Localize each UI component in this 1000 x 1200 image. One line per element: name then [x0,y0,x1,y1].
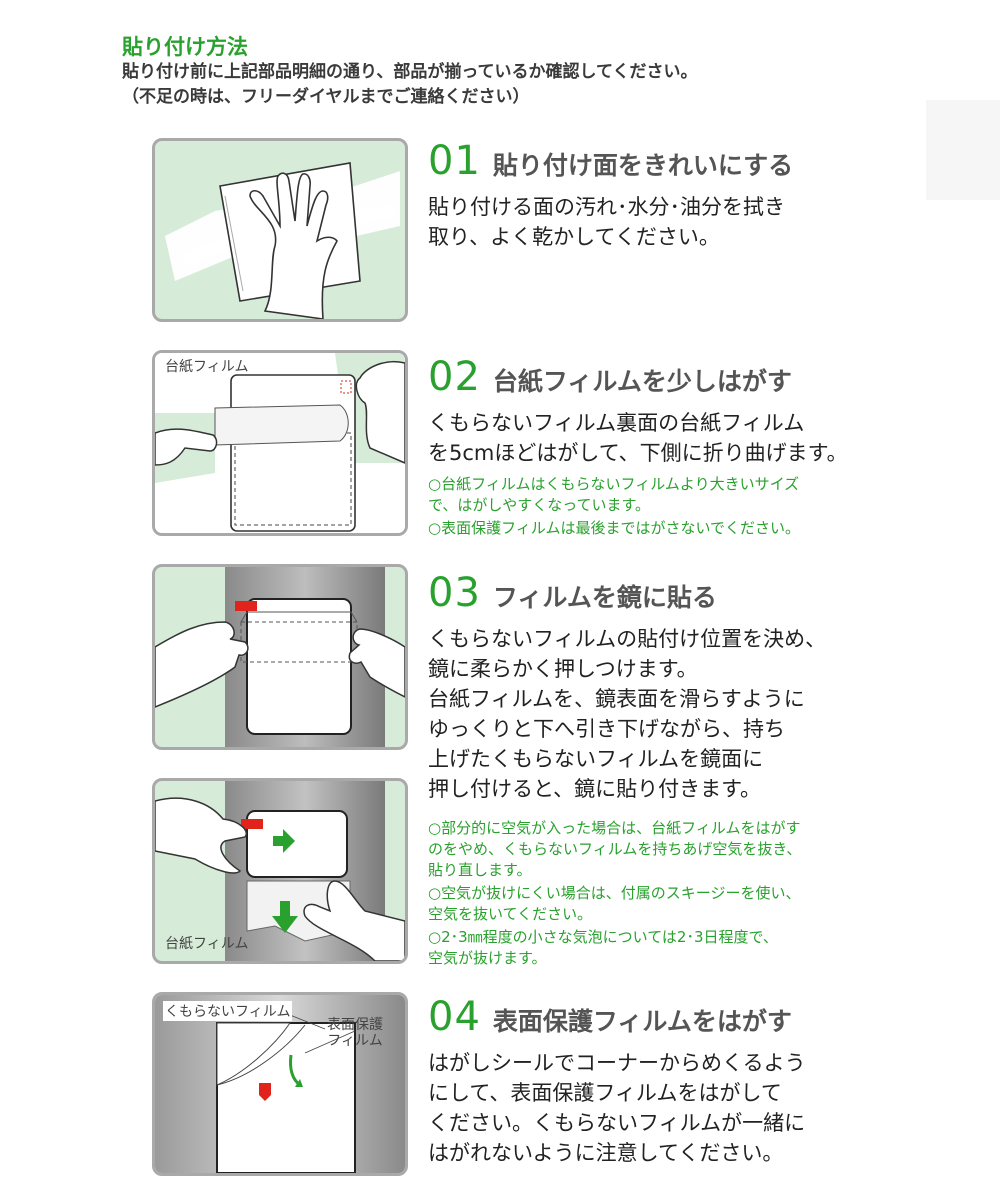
hand-icon [155,621,249,708]
step-text-line: にして、表面保護フィルムをはがして [428,1081,782,1105]
hand-icon [249,172,338,319]
intro-note: （不足の時は、フリーダイヤルまでご連絡ください） [122,87,530,107]
step-text-line: 上げたくもらないフィルムを鏡面に [428,747,764,771]
step-text-line: を5cmほどはがして、下側に折り曲げます。 [428,441,848,465]
step-description: 貼り付ける面の汚れ･水分･油分を拭き 取り、よく乾かしてください。 [428,192,793,252]
step-text-line: はがしシールでコーナーからめくるよう [428,1051,806,1075]
step-text-line: ゆっくりと下へ引き下げながら、持ち [428,717,785,741]
step-description: くもらないフィルム裏面の台紙フィルム を5cmほどはがして、下側に折り曲げます。 [428,408,848,468]
step-4-illustration: くもらないフィルム 表面保護 フィルム [152,992,408,1176]
step-number: 02 [428,354,481,400]
hand-icon [155,428,218,466]
arrow-right-icon [273,829,295,853]
antifog-film-label: くもらないフィルム [163,1001,293,1021]
peel-tab-icon [241,819,263,829]
step-title: 表面保護フィルムをはがす [492,1007,792,1036]
intro-text: 貼り付け前に上記部品明細の通り、部品が揃っているか確認してください。 [122,62,698,82]
step-1-illustration [152,138,408,322]
step-notes: ○部分的に空気が入った場合は、台紙フィルムをはがす のをやめ、くもらないフィルム… [428,818,826,969]
step-title: フィルムを鏡に貼る [492,583,717,612]
step-title: 台紙フィルムを少しはがす [492,367,792,396]
peel-tab-icon [259,1083,271,1101]
step-3b-illustration: 台紙フィルム [152,778,408,964]
step-text-line: 台紙フィルムを、鏡表面を滑らすように [428,687,805,711]
note-line: で、はがしやすくなっています。 [428,496,651,514]
step-text-line: はがれないように注意してください。 [428,1141,784,1165]
note-line: ○表面保護フィルムは最後まではがさないでください。 [428,519,801,537]
hand-icon [155,797,247,874]
step-2-illustration: 台紙フィルム [152,350,408,536]
step-text-line: くもらないフィルム裏面の台紙フィルム [428,411,805,435]
peel-tab-icon [235,601,257,611]
backing-film-label: 台紙フィルム [165,359,249,375]
step-text-line: 押し付けると、鏡に貼り付きます。 [428,777,762,801]
hand-icon [348,628,405,698]
note-line: ○2･3㎜程度の小さな気泡については2･3日程度で、 [428,928,778,946]
protection-film-label: 表面保護 フィルム [327,1017,383,1049]
section-title: 貼り付け方法 [122,35,248,59]
step-text-line: ください。くもらないフィルムが一緒に [428,1111,806,1135]
note-line: ○部分的に空気が入った場合は、台紙フィルムをはがす [428,819,801,837]
instructions-header: 貼り付け方法 貼り付け前に上記部品明細の通り、部品が揃っているか確認してください… [122,34,697,110]
note-line: ○台紙フィルムはくもらないフィルムより大きいサイズ [428,475,800,493]
arrow-down-icon [295,1079,303,1087]
step-1: 01 貼り付け面をきれいにする 貼り付ける面の汚れ･水分･油分を拭き 取り、よく… [428,140,793,252]
background-tint [926,100,1000,200]
step-3: 03 フィルムを鏡に貼る くもらないフィルムの貼付け位置を決め、 鏡に柔らかく押… [428,572,826,971]
hand-icon [355,361,405,464]
note-line: のをやめ、くもらないフィルムを持ちあげ空気を抜き、 [428,840,802,858]
step-number: 01 [428,138,481,184]
step-2: 02 台紙フィルムを少しはがす くもらないフィルム裏面の台紙フィルム を5cmほ… [428,356,848,541]
note-item: ○部分的に空気が入った場合は、台紙フィルムをはがす のをやめ、くもらないフィルム… [428,818,826,881]
step-description: くもらないフィルムの貼付け位置を決め、 鏡に柔らかく押しつけます。 台紙フィルム… [428,624,826,804]
step-number: 04 [428,994,481,1040]
step-number: 03 [428,570,481,616]
step-3a-illustration [152,564,408,750]
note-line: 空気を抜いてください。 [428,905,593,923]
hand-icon [303,880,405,961]
note-line: 空気が抜けます。 [428,949,547,967]
note-line: 貼り直します。 [428,861,532,879]
step-text-line: くもらないフィルムの貼付け位置を決め、 [428,627,827,651]
backing-film-label: 台紙フィルム [165,936,249,952]
step-title: 貼り付け面をきれいにする [492,151,794,180]
note-item: ○2･3㎜程度の小さな気泡については2･3日程度で、 空気が抜けます。 [428,927,826,969]
step-notes: ○台紙フィルムはくもらないフィルムより大きいサイズ で、はがしやすくなっています… [428,474,848,539]
protection-film-label-line: フィルム [327,1033,383,1049]
step-description: はがしシールでコーナーからめくるよう にして、表面保護フィルムをはがして くださ… [428,1048,806,1168]
step-text-line: 貼り付ける面の汚れ･水分･油分を拭き [428,195,785,219]
note-line: ○空気が抜けにくい場合は、付属のスキージーを使い、 [428,884,801,902]
step-text-line: 鏡に柔らかく押しつけます。 [428,657,698,681]
step-4: 04 表面保護フィルムをはがす はがしシールでコーナーからめくるよう にして、表… [428,996,806,1168]
note-item: ○空気が抜けにくい場合は、付属のスキージーを使い、 空気を抜いてください。 [428,883,826,925]
protection-film-label-line: 表面保護 [327,1017,383,1033]
note-item: ○台紙フィルムはくもらないフィルムより大きいサイズ で、はがしやすくなっています… [428,474,848,516]
step-text-line: 取り、よく乾かしてください。 [428,225,720,249]
note-item: ○表面保護フィルムは最後まではがさないでください。 [428,518,848,539]
arrow-down-icon [272,901,298,933]
